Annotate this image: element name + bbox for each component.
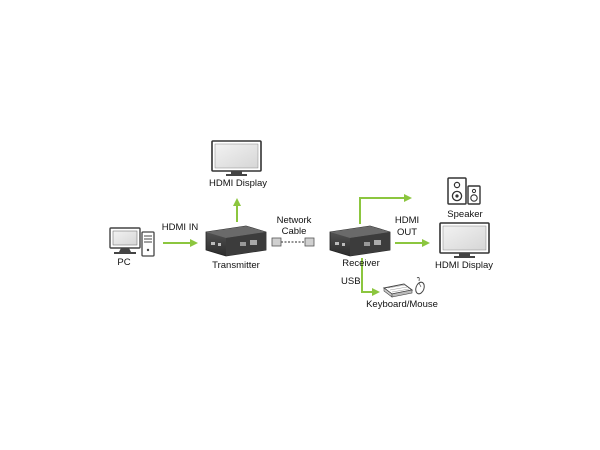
label-pc: PC [117, 257, 131, 268]
label-hdmi-display-right: HDMI Display [434, 260, 494, 271]
monitor-icon-right [439, 222, 490, 258]
network-cable-icon [271, 237, 315, 247]
receiver-icon [329, 225, 391, 257]
label-transmitter: Transmitter [212, 260, 260, 271]
monitor-icon [211, 140, 262, 176]
keyboard-icon [382, 283, 414, 298]
label-network-cable-1: Network [276, 215, 312, 226]
label-hdmi-in: HDMI IN [161, 222, 199, 233]
pc-icon [109, 227, 155, 257]
label-keyboard-mouse: Keyboard/Mouse [366, 299, 438, 310]
label-hdmi-out-1: HDMI [394, 215, 420, 226]
label-hdmi-out-2: OUT [396, 227, 418, 238]
label-speaker: Speaker [447, 209, 483, 220]
mouse-icon [415, 277, 425, 295]
label-hdmi-display-top: HDMI Display [208, 178, 268, 189]
label-network-cable-2: Cable [281, 226, 307, 237]
speaker-icon [447, 177, 481, 205]
arrow-receiver-to-keyboard [361, 258, 380, 296]
label-usb: USB [341, 276, 361, 287]
transmitter-icon [205, 225, 267, 257]
arrow-receiver-to-speaker [359, 194, 412, 224]
label-receiver: Receiver [342, 258, 380, 269]
